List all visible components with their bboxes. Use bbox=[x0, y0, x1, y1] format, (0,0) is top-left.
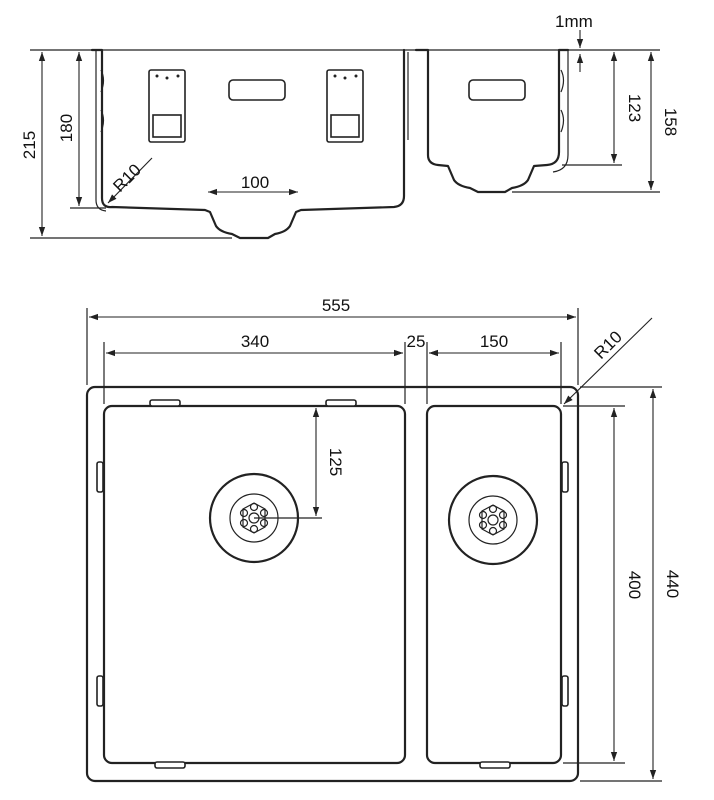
large-bowl bbox=[102, 404, 407, 765]
dim-overall-width: 555 bbox=[322, 296, 350, 315]
dim-overall-height: 215 bbox=[20, 131, 39, 159]
overflow-slot-large bbox=[228, 79, 286, 101]
dim-corner-radius-plan: R10 bbox=[590, 327, 625, 362]
dim-small-bowl-depth: 123 bbox=[625, 94, 644, 122]
dim-divider-width: 25 bbox=[407, 332, 426, 351]
dim-waste-width: 100 bbox=[241, 173, 269, 192]
dim-drain-offset: 125 bbox=[326, 448, 345, 476]
plan-view: 555 340 25 150 R10 125 400 440 bbox=[85, 296, 682, 783]
dim-large-bowl-depth: 180 bbox=[57, 114, 76, 142]
small-bowl-profile bbox=[414, 48, 570, 194]
dim-small-bowl-total: 158 bbox=[661, 108, 680, 136]
section-view: 215 180 R10 100 1mm 123 158 bbox=[20, 12, 680, 240]
mounting-clips bbox=[96, 399, 569, 769]
dim-bowl-length: 400 bbox=[625, 571, 644, 599]
dim-overall-length: 440 bbox=[663, 570, 682, 598]
dim-large-bowl-width: 340 bbox=[241, 332, 269, 351]
small-bowl bbox=[425, 404, 563, 765]
dim-lip-thickness: 1mm bbox=[555, 12, 593, 31]
overflow-slot-small bbox=[468, 79, 526, 101]
bracket-right bbox=[326, 69, 364, 143]
drain-small bbox=[447, 474, 539, 566]
large-bowl-profile bbox=[90, 48, 406, 240]
dim-corner-radius-section: R10 bbox=[109, 160, 144, 195]
bracket-left bbox=[148, 69, 186, 143]
dim-small-bowl-width: 150 bbox=[480, 332, 508, 351]
outer-flange bbox=[85, 385, 580, 783]
